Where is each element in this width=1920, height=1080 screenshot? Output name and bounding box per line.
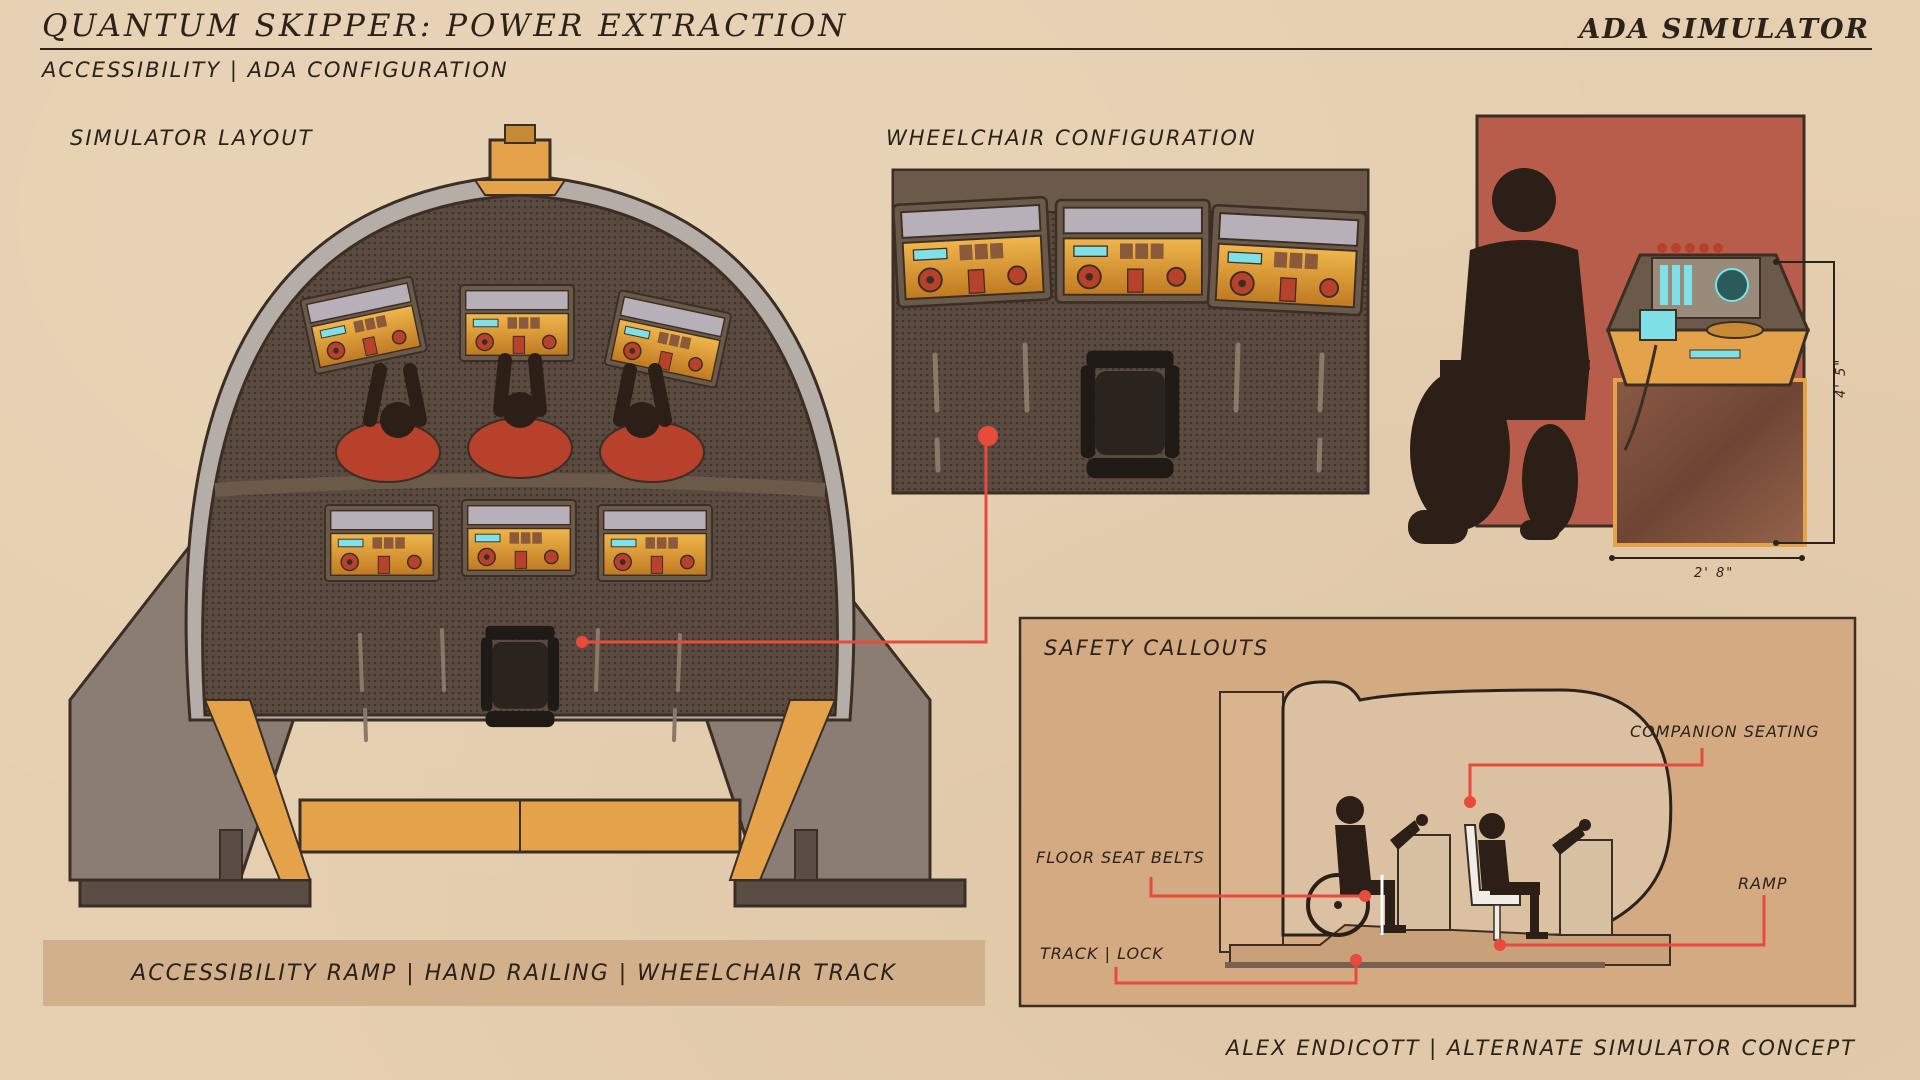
footer-credit: ALEX ENDICOTT | ALTERNATE SIMULATOR CONC… [1225,1036,1856,1060]
section-simulator-layout: SIMULATOR LAYOUT [70,126,314,150]
callout-ramp: RAMP [1738,874,1788,893]
simulator-top-view [68,124,967,908]
page-subtitle: ACCESSIBILITY | ADA CONFIGURATION [42,58,509,82]
page-title: QUANTUM SKIPPER: POWER EXTRACTION [42,8,849,44]
dimension-height-label: 4' 5" [1834,357,1849,398]
wheelchair-configuration-view [891,168,1370,495]
dimension-width-label: 2' 8" [1694,566,1735,581]
callout-companion-seating: COMPANION SEATING [1630,722,1820,741]
features-banner-text: ACCESSIBILITY RAMP | HAND RAILING | WHEE… [131,960,897,986]
safety-callouts-panel [1018,616,1857,1008]
cabinet-elevation [1408,114,1835,561]
section-wheelchair-configuration: WHEELCHAIR CONFIGURATION [886,126,1257,150]
callout-track-lock: TRACK | LOCK [1040,944,1164,963]
header-rule [40,48,1872,50]
callout-floor-seat-belts: FLOOR SEAT BELTS [1036,848,1205,867]
connector-line [576,426,998,648]
features-banner: ACCESSIBILITY RAMP | HAND RAILING | WHEE… [43,940,985,1006]
section-safety-callouts: SAFETY CALLOUTS [1044,636,1270,660]
brand-title: ADA SIMULATOR [1579,14,1870,45]
